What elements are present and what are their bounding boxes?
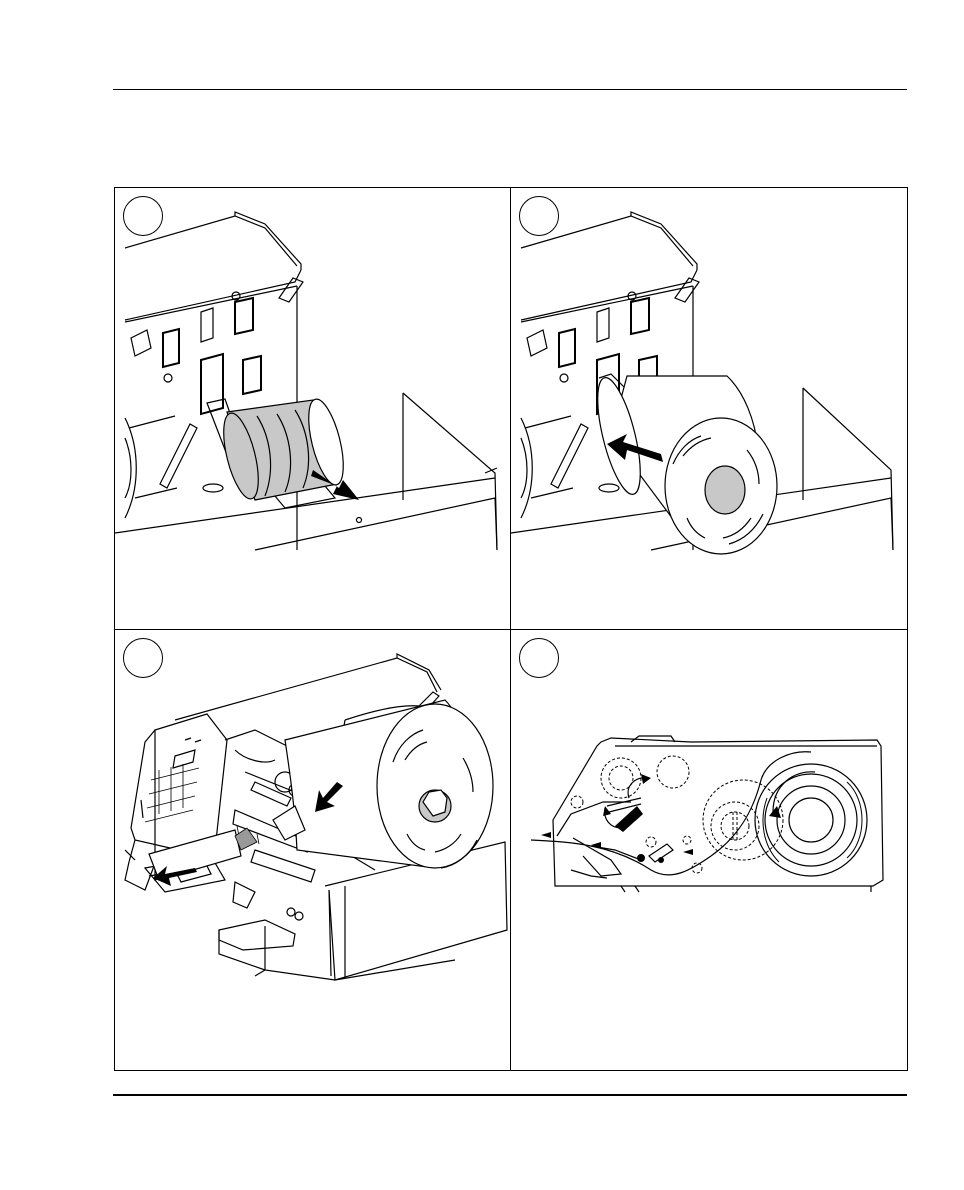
header-rule <box>113 89 907 90</box>
footer-rule <box>113 1094 907 1096</box>
panel-3 <box>115 630 510 1070</box>
printer-loaded-illustration <box>115 630 510 1070</box>
media-path-illustration <box>511 630 907 1070</box>
panel-2 <box>511 188 907 629</box>
panel-4 <box>511 630 907 1070</box>
label-roll-illustration <box>511 188 907 629</box>
panel-1 <box>115 188 510 629</box>
empty-core-illustration <box>115 188 510 629</box>
